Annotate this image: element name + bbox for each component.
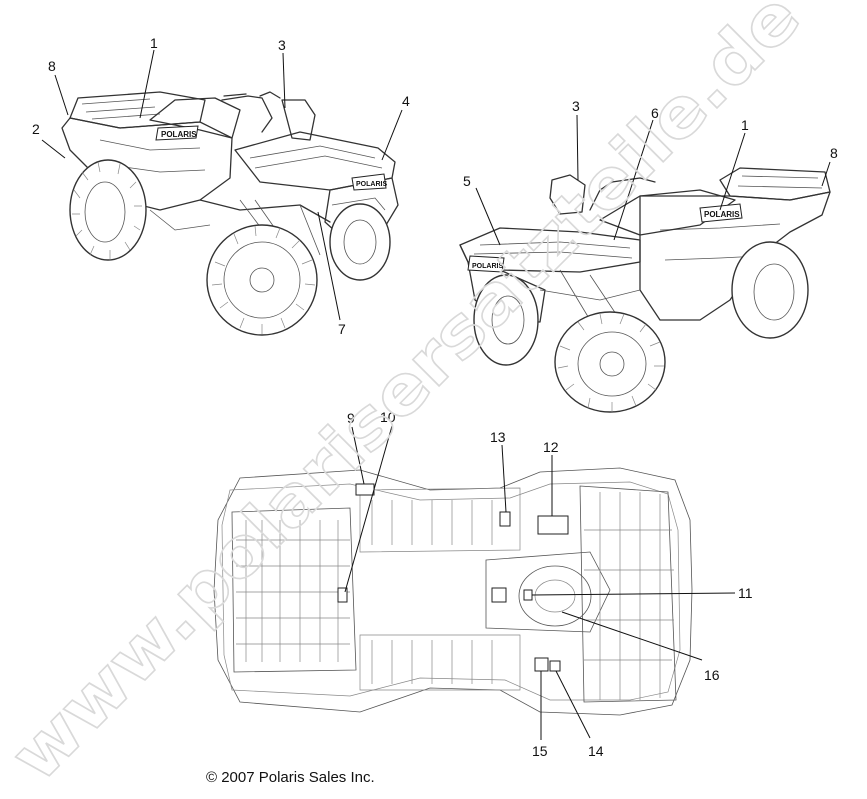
brand-decal-right: POLARIS <box>704 210 740 219</box>
copyright-notice: © 2007 Polaris Sales Inc. <box>206 769 375 786</box>
callout-left-1: 1 <box>150 35 158 51</box>
callout-top-13: 13 <box>490 429 506 445</box>
atv-top-view <box>213 467 693 716</box>
callout-right-6: 6 <box>651 105 659 121</box>
callout-top-15: 15 <box>532 743 548 759</box>
brand-decal-front: POLARIS <box>356 181 387 188</box>
callout-right-3: 3 <box>572 98 580 114</box>
callout-right-1: 1 <box>741 117 749 133</box>
callout-top-11: 11 <box>738 585 753 601</box>
brand-decal-left: POLARIS <box>161 130 197 139</box>
brand-decal-front-right: POLARIS <box>472 263 503 270</box>
callout-top-12: 12 <box>543 439 559 455</box>
callout-numbers: 8 1 3 4 2 7 3 6 1 8 5 9 10 13 12 11 16 1… <box>32 35 838 759</box>
callout-left-8: 8 <box>48 58 56 74</box>
callout-top-10: 10 <box>380 409 396 425</box>
callout-right-5: 5 <box>463 173 471 189</box>
callout-right-8: 8 <box>830 145 838 161</box>
callout-left-3: 3 <box>278 37 286 53</box>
leader-lines <box>41 49 831 740</box>
callout-left-7: 7 <box>338 321 346 337</box>
callout-top-14: 14 <box>588 743 604 759</box>
atv-right-view: POLARIS POLARIS <box>459 167 831 413</box>
callout-left-2: 2 <box>32 121 40 137</box>
callout-top-16: 16 <box>704 667 720 683</box>
callout-left-4: 4 <box>402 93 410 109</box>
atv-left-view: POLARIS POLARIS <box>61 91 399 336</box>
callout-top-9: 9 <box>347 410 355 426</box>
